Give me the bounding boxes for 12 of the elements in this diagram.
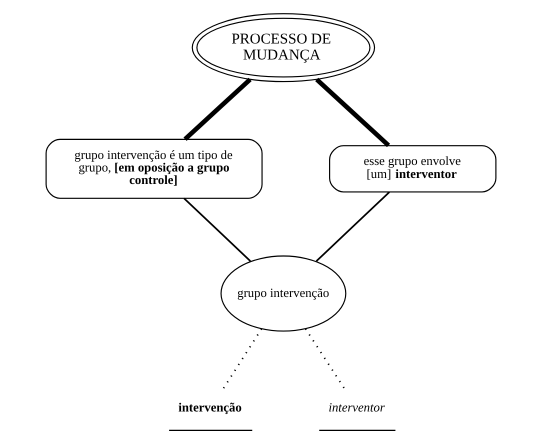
connector: [315, 77, 390, 147]
node-box: esse grupo envolve [um] interventor: [329, 144, 496, 192]
node-box: grupo intervenção é um tipo de grupo, [em oposição a grupo controle]: [46, 138, 263, 198]
connector: [183, 197, 251, 262]
node-text: interventor: [328, 400, 385, 414]
node-ellipse: grupo intervenção: [220, 254, 346, 332]
connector: [304, 328, 346, 389]
connector: [316, 191, 390, 262]
node-text: intervenção: [178, 400, 242, 414]
connector: [222, 328, 262, 389]
connector: [183, 77, 252, 140]
node-ellipse: PROCESSO DE MUDANÇA: [192, 12, 376, 82]
